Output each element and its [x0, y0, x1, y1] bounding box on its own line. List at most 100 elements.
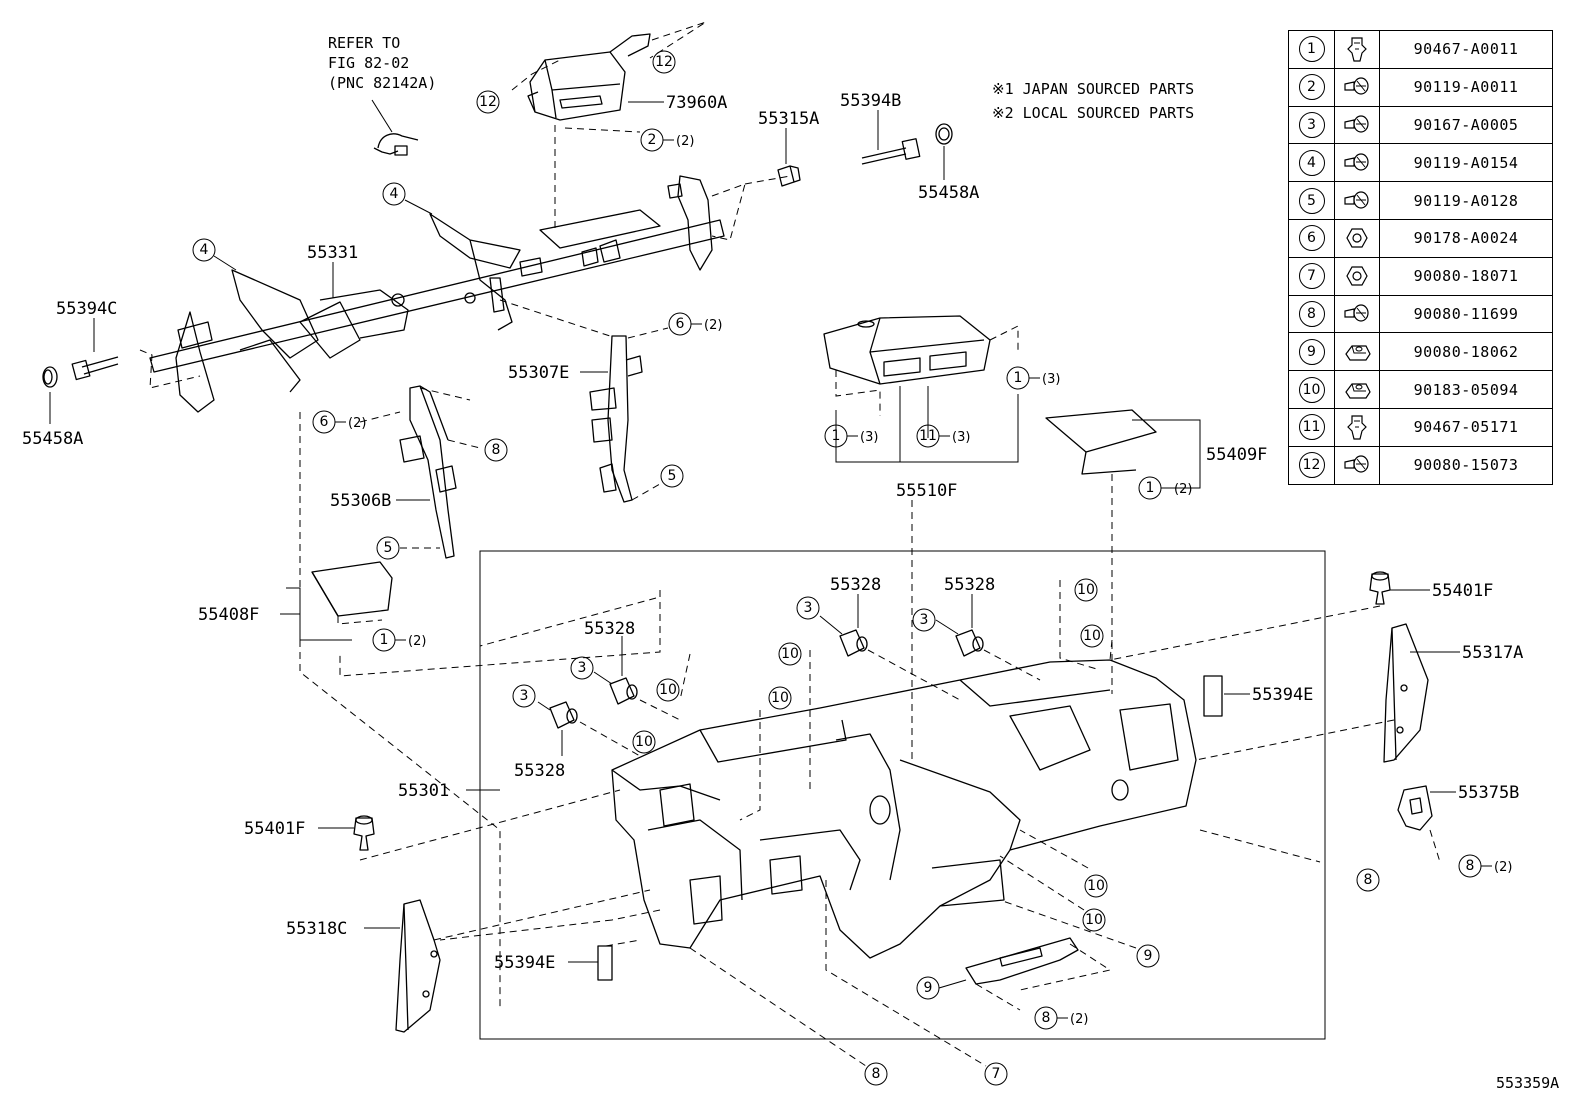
legend-part-number: 90183-05094 [1379, 370, 1553, 409]
legend-callout-number: 2 [1298, 74, 1325, 101]
bolt-55394C [42, 318, 119, 388]
callout-6-lower: 6 (2) [312, 410, 366, 434]
callout-9-right: 9 [1136, 944, 1160, 968]
legend-callout-number: 12 [1298, 452, 1325, 479]
qty-6-upper: (2) [704, 318, 722, 333]
callout-3-c: 3 [796, 596, 820, 620]
part-label-55401F-right: 55401F [1432, 581, 1493, 601]
legend-row: 12 90080-15073 [1288, 445, 1553, 485]
callout-1-55510F-left: 1 (3) [824, 424, 878, 448]
svg-text:10: 10 [635, 734, 653, 750]
svg-text:1: 1 [1146, 480, 1155, 496]
qty-1-55510F-right: (3) [1042, 372, 1060, 387]
bolt-icon [1334, 294, 1380, 334]
bracket-55315A [777, 128, 801, 187]
part-label-55409F: 55409F [1206, 445, 1267, 465]
pad-55394E-right [1203, 675, 1250, 717]
steering-support-55331 [139, 175, 791, 413]
legend-callout-number: 3 [1298, 111, 1325, 138]
svg-text:4: 4 [200, 242, 209, 258]
legend-row: 6 90178-A0024 [1288, 218, 1553, 258]
svg-text:8: 8 [492, 442, 501, 458]
part-label-55394B: 55394B [840, 91, 901, 111]
svg-text:1: 1 [1014, 370, 1023, 386]
legend-callout-number: 1 [1298, 36, 1325, 63]
connector-55328-a [537, 701, 641, 757]
part-label-55328-d: 55328 [944, 575, 995, 595]
callout-2-airbag: 2 (2) [640, 128, 694, 152]
part-label-55328-a: 55328 [514, 761, 565, 781]
dashed-leaders [339, 580, 1321, 1067]
callout-12-top: 12 [652, 50, 676, 74]
refer-note-line-3: (PNC 82142A) [328, 74, 436, 92]
side-cover-55409F [1045, 409, 1201, 694]
legend-number-cell: 2 [1288, 67, 1335, 107]
part-label-55317A: 55317A [1462, 643, 1523, 663]
callout-10-f: 10 [632, 730, 656, 754]
svg-text:10: 10 [1083, 628, 1101, 644]
bolt-icon [1334, 143, 1380, 183]
part-label-55328-c: 55328 [830, 575, 881, 595]
qty-1-55510F-left: (3) [860, 430, 878, 445]
refer-note-line-2: FIG 82-02 [328, 54, 409, 72]
svg-text:10: 10 [1087, 878, 1105, 894]
part-label-73960A: 73960A [666, 93, 727, 113]
legend-callout-number: 7 [1298, 263, 1325, 290]
legend-part-number: 90080-15073 [1379, 445, 1553, 485]
legend-part-number: 90119-A0154 [1379, 143, 1553, 183]
svg-text:6: 6 [676, 316, 685, 332]
callout-8-right: 8 [1356, 868, 1380, 892]
callout-3-d: 3 [912, 608, 936, 632]
svg-text:1: 1 [832, 428, 841, 444]
part-label-55301: 55301 [398, 781, 449, 801]
part-label-55458A-right: 55458A [918, 183, 979, 203]
svg-text:2: 2 [648, 132, 657, 148]
svg-text:1: 1 [380, 632, 389, 648]
side-cover-55408F [286, 412, 501, 1010]
callout-10-b: 10 [1080, 624, 1104, 648]
callout-8-bottom: 8 [864, 1062, 888, 1086]
legend-number-cell: 12 [1288, 445, 1335, 485]
airbag-module-73960A [511, 21, 707, 230]
bolt-icon [1334, 67, 1380, 107]
bolt-icon [1334, 445, 1380, 485]
svg-text:5: 5 [384, 540, 393, 556]
callout-3-a: 3 [512, 684, 536, 708]
part-label-55510F: 55510F [896, 481, 957, 501]
clip-nut-icon [1334, 332, 1380, 372]
nut-icon [1334, 218, 1380, 258]
svg-text:12: 12 [479, 94, 497, 110]
part-label-55315A: 55315A [758, 109, 819, 129]
legend-callout-number: 6 [1298, 225, 1325, 252]
clip-55401F-right [1109, 571, 1430, 661]
legend-number-cell: 3 [1288, 105, 1335, 145]
callout-10-a: 10 [1074, 578, 1098, 602]
legend-part-number: 90178-A0024 [1379, 218, 1553, 258]
svg-text:10: 10 [1077, 582, 1095, 598]
part-label-55375B: 55375B [1458, 783, 1519, 803]
brace-55307E [589, 327, 669, 503]
legend-part-number: 90119-A0128 [1379, 181, 1553, 220]
legend-row: 7 90080-18071 [1288, 256, 1553, 296]
clip-icon [1334, 30, 1380, 69]
part-label-55394C: 55394C [56, 299, 117, 319]
legend-number-cell: 10 [1288, 370, 1335, 409]
qty-11-55510F: (3) [952, 430, 970, 445]
legend-part-number: 90467-A0011 [1379, 30, 1553, 69]
svg-text:3: 3 [578, 660, 587, 676]
legend-callout-number: 9 [1298, 338, 1325, 365]
source-note-japan: ※1 JAPAN SOURCED PARTS [992, 80, 1194, 98]
svg-text:10: 10 [781, 646, 799, 662]
qty-1-55409F: (2) [1174, 482, 1192, 497]
part-label-55401F-left: 55401F [244, 819, 305, 839]
legend-callout-number: 11 [1298, 414, 1325, 441]
callout-4-right: 4 [382, 182, 433, 215]
nut-icon [1334, 256, 1380, 296]
svg-text:3: 3 [920, 612, 929, 628]
legend-part-number: 90080-18071 [1379, 256, 1553, 296]
legend-row: 1 90467-A0011 [1288, 30, 1553, 69]
